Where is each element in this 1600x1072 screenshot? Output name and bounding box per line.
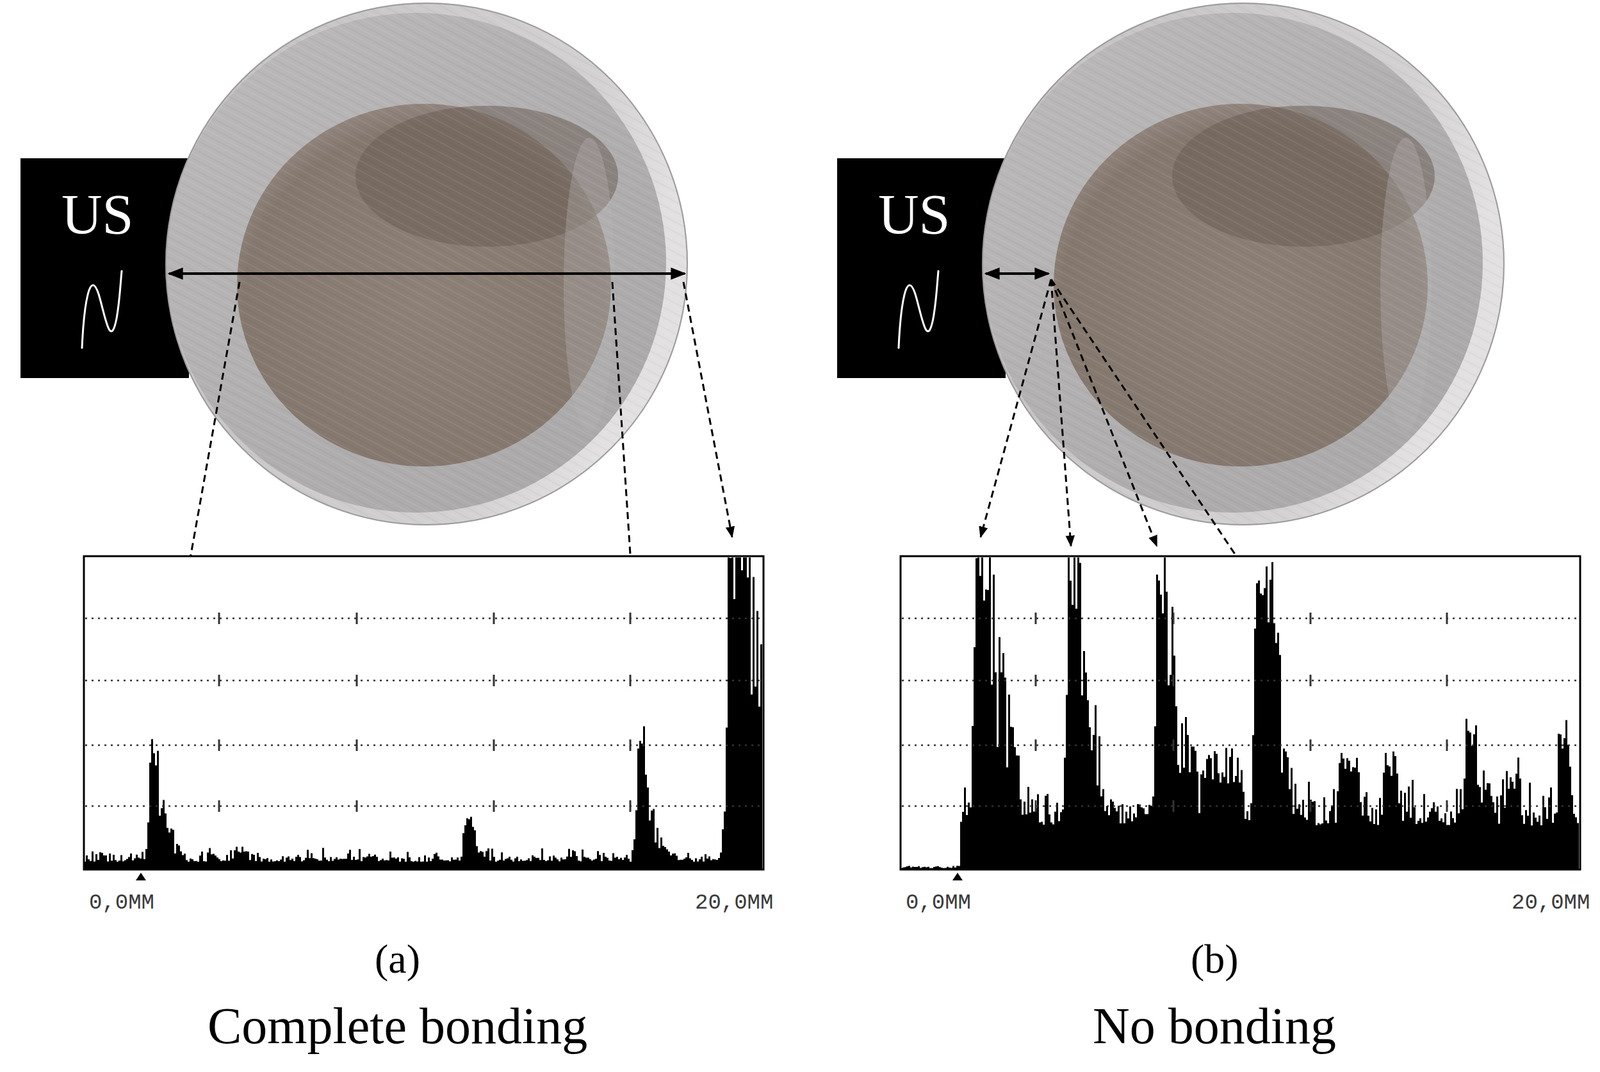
axis-end: 20,0MM — [694, 890, 774, 915]
axis-end: 20,0MM — [1511, 890, 1590, 915]
transducer-label: US — [878, 183, 951, 246]
panel-letter: (b) — [1190, 936, 1239, 982]
echo-leaders — [980, 279, 1254, 582]
transducer-box: US — [837, 158, 1006, 378]
specimen-disc — [165, 2, 688, 526]
panel-caption: Complete bonding — [207, 997, 588, 1054]
transducer-label: US — [61, 183, 134, 246]
echo-histogram — [83, 557, 763, 870]
sound-path — [169, 272, 685, 275]
panel-caption: No bonding — [1092, 997, 1337, 1054]
axis-start: 0,0MM — [89, 890, 155, 915]
a-scan-chart — [900, 555, 1581, 881]
transducer-box: US — [20, 158, 189, 378]
wave-symbol — [898, 270, 939, 348]
axis-start: 0,0MM — [905, 890, 972, 915]
wave-symbol — [81, 270, 122, 348]
panel-letter: (a) — [374, 936, 421, 982]
echo-histogram — [900, 557, 1579, 870]
a-scan-chart — [83, 555, 764, 881]
